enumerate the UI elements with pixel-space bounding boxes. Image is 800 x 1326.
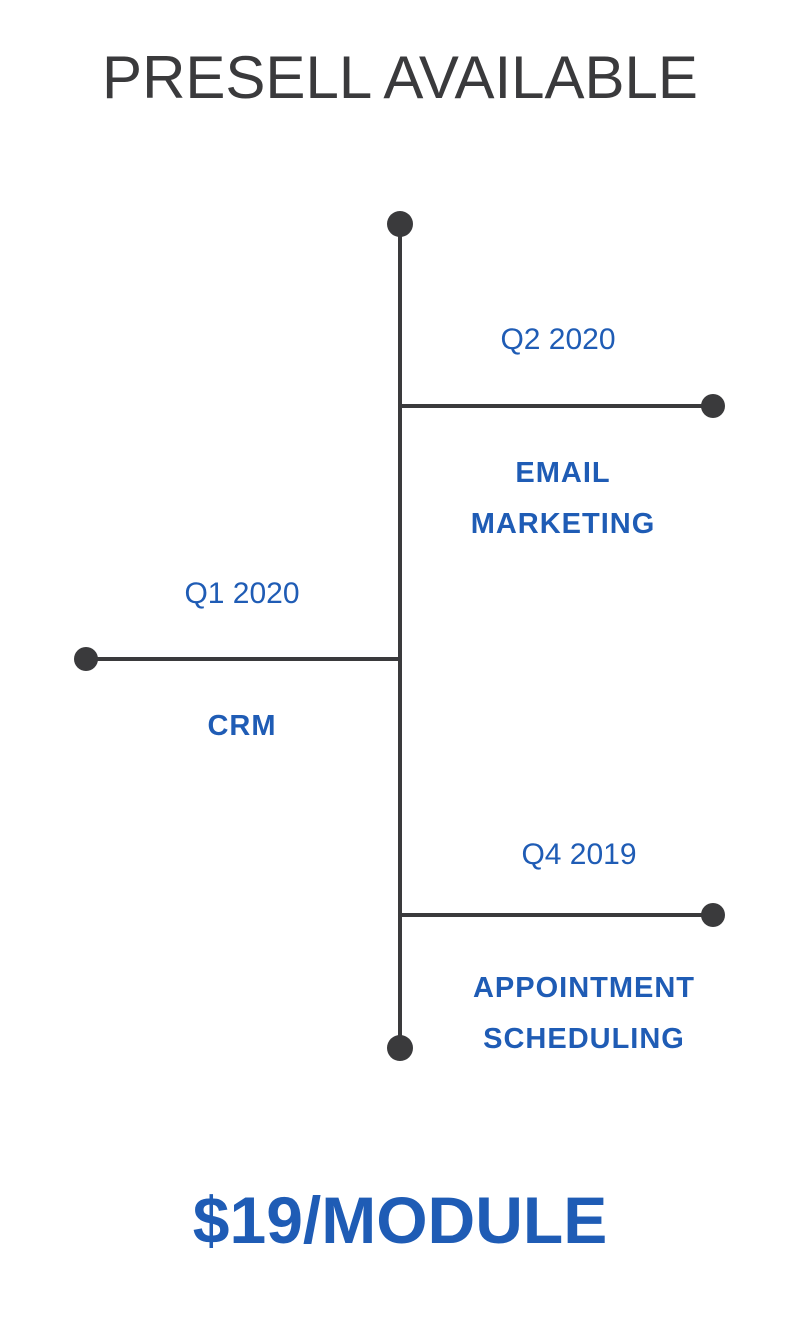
branch-node-email-marketing [701, 394, 725, 418]
branch-node-crm [74, 647, 98, 671]
milestone-date-crm: Q1 2020 [184, 577, 300, 610]
timeline-spine-top-node [387, 211, 413, 237]
branch-node-appointment-scheduling [701, 903, 725, 927]
milestone-date-appointment-scheduling: Q4 2019 [521, 838, 637, 871]
page-title: PRESELL AVAILABLE [102, 44, 698, 111]
milestone-date-email-marketing: Q2 2020 [500, 323, 616, 356]
milestone-module-crm: CRM [207, 710, 277, 742]
milestone-module-email-marketing: EMAIL MARKETING [470, 457, 656, 540]
milestone-module-appointment-scheduling: APPOINTMENT SCHEDULING [472, 972, 696, 1055]
price-per-module: $19/MODULE [192, 1183, 608, 1257]
timeline-spine-bottom-node [387, 1035, 413, 1061]
